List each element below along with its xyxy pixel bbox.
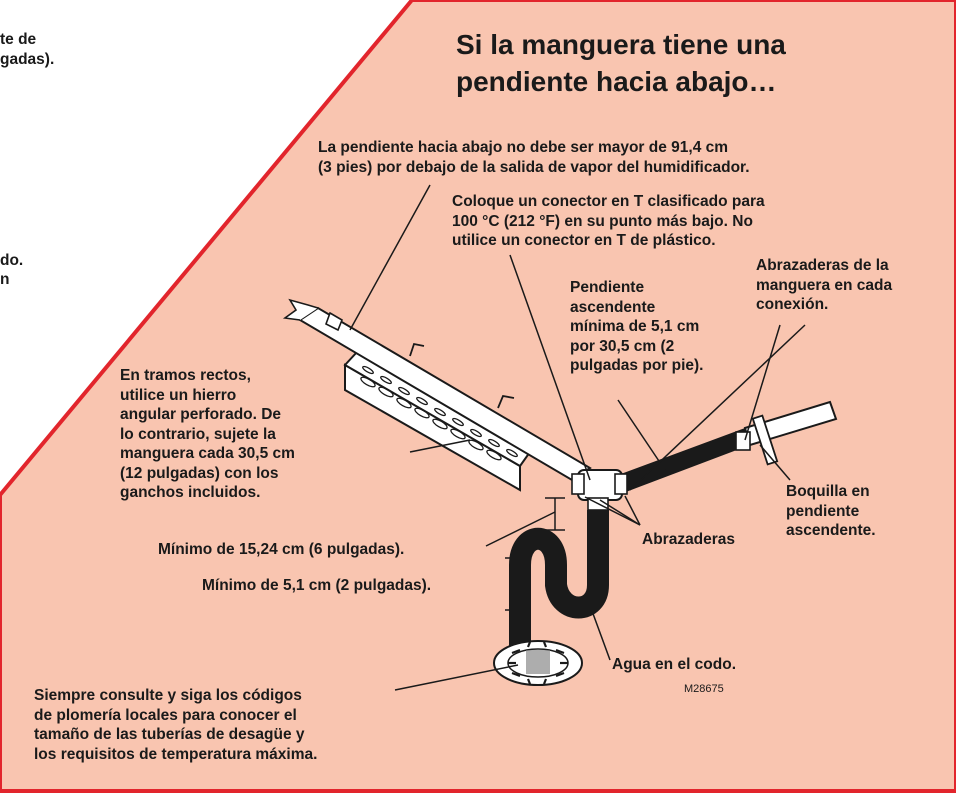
rise-line-1: Pendiente	[570, 279, 645, 296]
codes-line-2: de plomería locales para conocer el	[34, 706, 297, 724]
hose-clamps-line-3: conexión.	[756, 296, 829, 313]
slope-limit-line-2: (3 pies) por debajo de la salida de vapo…	[318, 158, 750, 176]
rise-line-4: por 30,5 cm (2	[570, 337, 675, 355]
straight-runs-line-7: ganchos incluidos.	[120, 484, 261, 501]
codes-line-1: Siempre consulte y siga los códigos	[34, 687, 302, 704]
nozzle-line-3: ascendente.	[786, 522, 876, 539]
min-5-label: Mínimo de 5,1 cm (2 pulgadas).	[202, 577, 432, 594]
rise-line-5: pulgadas por pie).	[570, 357, 704, 374]
straight-runs-line-6: (12 pulgadas) con los	[120, 464, 279, 482]
hose-clamps-label: Abrazaderas de la manguera en cada conex…	[756, 256, 892, 315]
dimension-marks	[505, 497, 565, 611]
floor-drain	[493, 640, 583, 686]
slope-limit-line-1: La pendiente hacia abajo no debe ser may…	[318, 139, 729, 156]
min-15-label: Mínimo de 15,24 cm (6 pulgadas).	[158, 541, 405, 558]
rise-line-3: mínima de 5,1 cm	[570, 318, 700, 335]
figure-code: M28675	[684, 683, 724, 695]
tee-line-3: utilice un conector en T de plástico.	[452, 232, 716, 249]
nozzle-line-1: Boquilla en	[786, 483, 870, 500]
straight-runs-line-3: angular perforado. De	[120, 406, 282, 423]
water-label: Agua en el codo.	[612, 656, 737, 673]
codes-label: Siempre consulte y siga los códigos de p…	[34, 686, 317, 764]
title-line-2: pendiente hacia abajo…	[456, 66, 777, 97]
slope-limit-label: La pendiente hacia abajo no debe ser may…	[318, 138, 750, 177]
straight-runs-line-5: manguera cada 30,5 cm	[120, 445, 295, 462]
straight-runs-line-1: En tramos rectos,	[120, 367, 251, 384]
leader-lines	[349, 184, 806, 691]
tee-label: Coloque un conector en T clasificado par…	[452, 192, 765, 251]
left-fragment-1: te de	[0, 31, 37, 48]
nozzle-line-2: pendiente	[786, 502, 860, 520]
straight-runs-line-4: lo contrario, sujete la	[120, 425, 276, 443]
title-line-1: Si la manguera tiene una	[456, 29, 786, 60]
codes-line-4: los requisitos de temperatura máxima.	[34, 745, 318, 763]
left-fragment-2: gadas).	[0, 51, 55, 68]
codes-line-3: tamaño de las tuberías de desagüe y	[34, 726, 305, 743]
rise-line-2: ascendente	[570, 298, 656, 316]
rise-label: Pendiente ascendente mínima de 5,1 cm po…	[570, 278, 703, 376]
downward-hose	[282, 298, 592, 482]
tee-line-2: 100 °C (212 °F) en su punto más bajo. No	[452, 212, 753, 230]
clamps-label: Abrazaderas	[642, 531, 736, 548]
left-fragment-3: do.	[0, 252, 24, 269]
straight-runs-line-2: utilice un hierro	[120, 386, 237, 404]
hose-clamps-line-2: manguera en cada	[756, 276, 893, 294]
section-title: Si la manguera tiene una pendiente hacia…	[456, 26, 786, 100]
upward-hose	[610, 400, 838, 495]
straight-runs-label: En tramos rectos, utilice un hierro angu…	[120, 366, 295, 503]
tee-line-1: Coloque un conector en T clasificado par…	[452, 193, 765, 210]
p-trap	[509, 510, 609, 660]
nozzle-label: Boquilla en pendiente ascendente.	[786, 482, 876, 541]
hose-clamps-line-1: Abrazaderas de la	[756, 257, 889, 274]
left-fragment-4: n	[0, 271, 10, 288]
